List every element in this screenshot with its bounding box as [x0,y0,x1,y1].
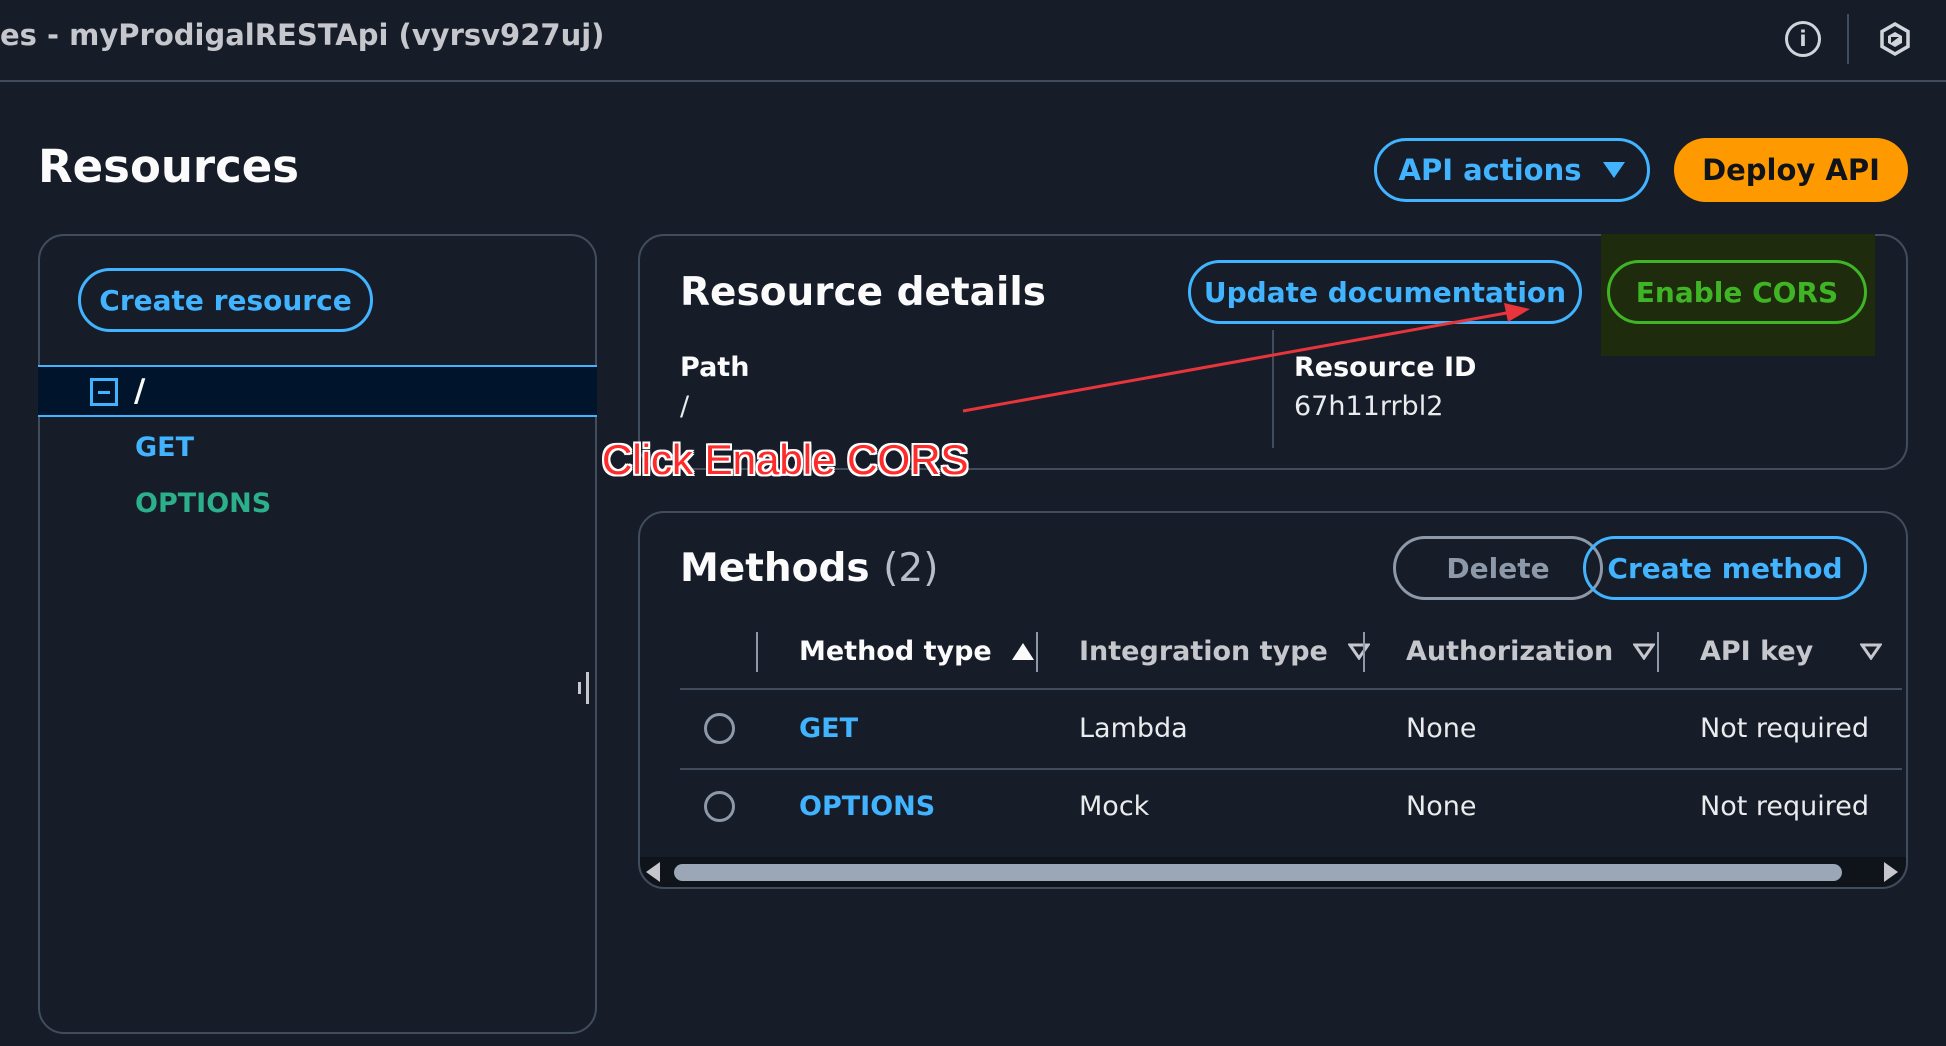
methods-count: (2) [883,546,939,591]
api-title: es - myProdigalRESTApi (vyrsv927uj) [0,18,605,52]
deploy-api-button[interactable]: Deploy API [1674,138,1908,202]
column-header-label: API key [1700,636,1814,667]
path-value: / [680,391,690,422]
resource-id-label: Resource ID [1294,352,1477,383]
annotation-text: Click Enable CORS [602,436,969,483]
resource-details-panel [638,234,1908,470]
column-header-method-type[interactable]: Method type [799,636,1034,667]
info-icon[interactable]: i [1785,21,1821,57]
integration-type-cell: Mock [1079,791,1150,822]
authorization-cell: None [1406,791,1477,822]
authorization-cell: None [1406,713,1477,744]
row-divider [680,768,1902,770]
topbar-divider [1847,14,1849,64]
tree-root-row[interactable] [38,365,597,417]
caret-down-icon [1603,162,1626,178]
tree-item-options[interactable]: OPTIONS [135,488,272,519]
column-header-integration-type[interactable]: Integration type [1079,636,1370,667]
create-method-button[interactable]: Create method [1583,536,1867,600]
api-actions-button[interactable]: API actions [1374,138,1650,202]
feedback-icon[interactable] [1877,21,1913,57]
method-link-get[interactable]: GET [799,713,859,744]
scroll-right-icon[interactable] [1884,862,1898,882]
sort-icon [1347,643,1370,660]
column-header-label: Method type [799,636,992,667]
table-header-divider [680,688,1902,690]
sort-icon [1633,643,1656,660]
methods-title-label: Methods [680,546,870,591]
method-link-options[interactable]: OPTIONS [799,791,936,822]
path-label: Path [680,352,750,383]
resource-tree-panel [38,234,597,1034]
scroll-thumb[interactable] [674,864,1842,881]
column-separator[interactable] [1036,632,1038,672]
sort-ascending-icon [1011,643,1034,660]
methods-title: Methods (2) [680,546,938,591]
resource-details-title: Resource details [680,270,1046,315]
column-header-label: Integration type [1079,636,1328,667]
sort-icon[interactable] [1860,643,1882,660]
row-radio[interactable] [704,713,735,744]
create-resource-button[interactable]: Create resource [78,268,373,332]
collapse-icon[interactable] [90,378,118,406]
column-header-label: Authorization [1406,636,1614,667]
methods-panel [638,511,1908,889]
update-documentation-button[interactable]: Update documentation [1188,260,1582,324]
api-key-cell: Not required [1700,713,1870,744]
row-radio[interactable] [704,791,735,822]
resize-handle-icon[interactable] [578,672,592,704]
column-separator [756,632,758,672]
column-separator[interactable] [1657,632,1659,672]
column-header-api-key[interactable]: API key [1700,636,1813,667]
tree-root-label[interactable]: / [134,373,146,409]
resource-id-value: 67h11rrbl2 [1294,391,1444,422]
scroll-left-icon[interactable] [646,862,660,882]
top-bar [0,0,1946,82]
details-divider [1272,330,1274,448]
column-header-authorization[interactable]: Authorization [1406,636,1656,667]
column-separator[interactable] [1363,632,1365,672]
page-title: Resources [38,140,300,193]
api-key-cell: Not required [1700,791,1870,822]
enable-cors-button[interactable]: Enable CORS [1607,260,1867,324]
api-actions-label: API actions [1398,153,1582,187]
delete-button[interactable]: Delete [1393,536,1603,600]
tree-item-get[interactable]: GET [135,432,195,463]
integration-type-cell: Lambda [1079,713,1188,744]
